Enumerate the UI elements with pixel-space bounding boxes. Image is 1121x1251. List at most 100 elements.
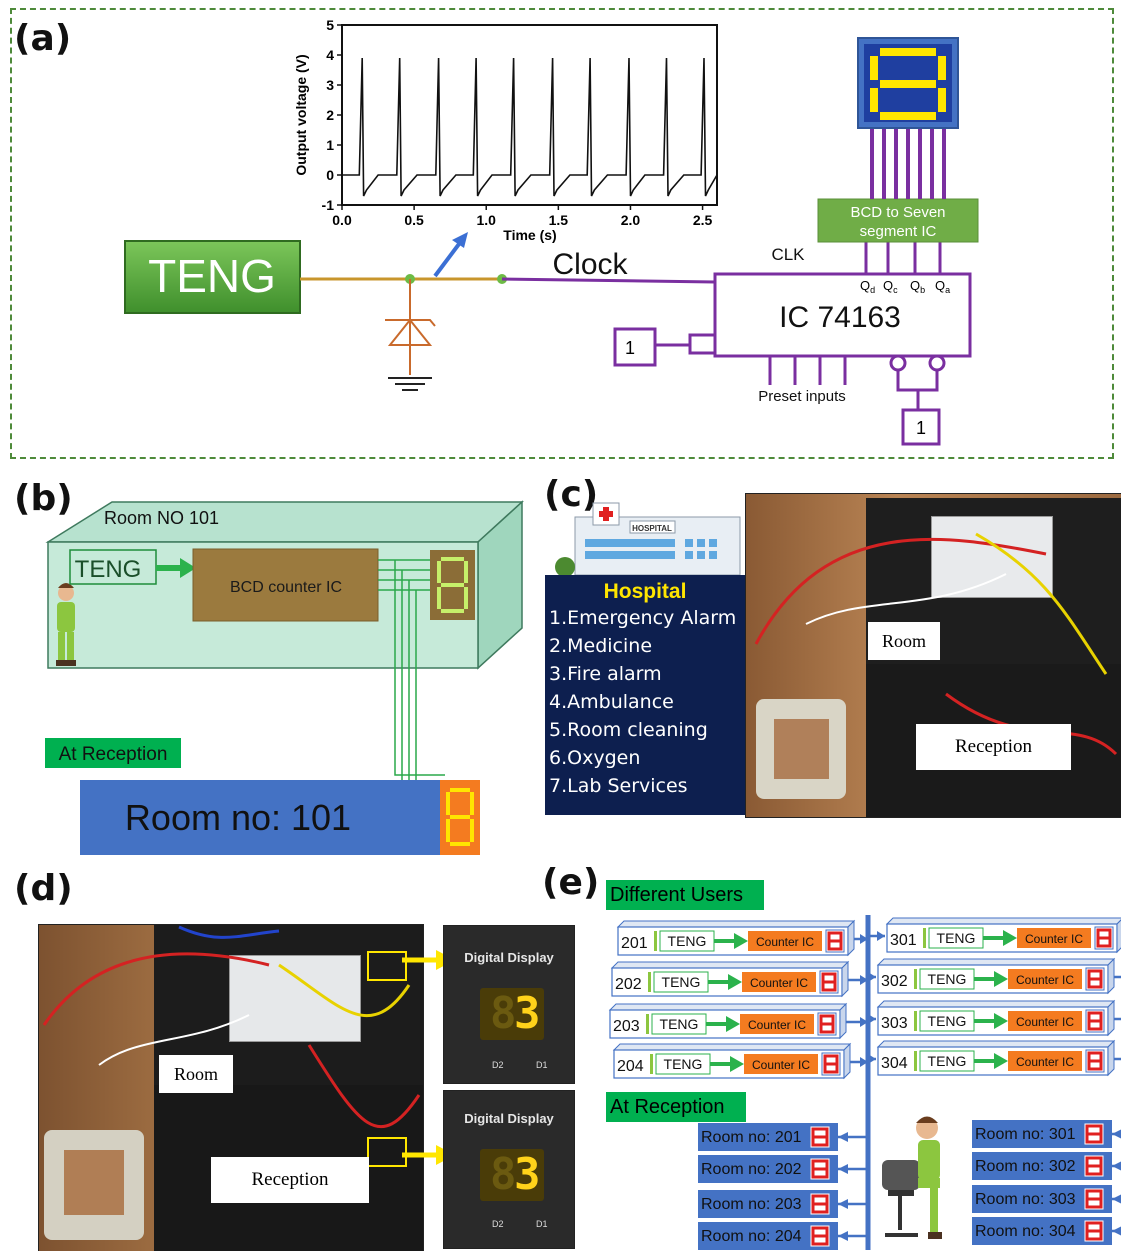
q-d-label: Qd <box>860 278 875 295</box>
panel-d-photo: Room Reception <box>38 924 424 1251</box>
service-item: 5.Room cleaning <box>549 719 708 741</box>
panel-a-border <box>10 8 1114 459</box>
reception-card-c: Reception <box>916 724 1071 770</box>
reception-room-label-e: Room no: 201 <box>701 1129 802 1146</box>
input-one-box-bottom <box>901 408 941 446</box>
hospital-building-icon: HOSPITAL <box>555 502 741 577</box>
room-number: 204 <box>617 1058 644 1075</box>
counter-ic-label: Counter IC <box>752 1058 810 1072</box>
display-highlight-upper <box>367 951 407 981</box>
x-tick-label: 0.5 <box>404 212 424 228</box>
ic-74163-box <box>713 272 972 358</box>
room-number: 301 <box>890 932 917 949</box>
service-item: 6.Oxygen <box>549 747 641 769</box>
reception-row: Room no: 203 <box>698 1190 868 1218</box>
reception-room-label-e: Room no: 204 <box>701 1228 802 1245</box>
zoom-display-lower: Digital Display 8 3 D2 D1 <box>443 1090 575 1249</box>
room-number: 302 <box>881 973 908 990</box>
reception-row: Room no: 301 <box>972 1120 1121 1148</box>
reception-row: Room no: 201 <box>698 1123 868 1151</box>
teng-label-e: TENG <box>660 1016 699 1032</box>
service-item: 4.Ambulance <box>549 691 674 713</box>
counter-ic-label: Counter IC <box>1016 1055 1074 1069</box>
at-reception-badge-e: At Reception <box>606 1092 746 1122</box>
digit-upper: 3 <box>514 988 541 1039</box>
reception-room-label-e: Room no: 202 <box>701 1161 802 1178</box>
zoom-display-upper: Digital Display 8 3 D2 D1 <box>443 925 575 1084</box>
panel-b-label: (b) <box>14 478 73 519</box>
teng-label-e: TENG <box>664 1056 703 1072</box>
x-tick-label: 1.0 <box>476 212 496 228</box>
panel-a-circuit: TENG Clock CLK IC 74163 1 Preset inputs … <box>124 37 979 446</box>
ic-74163-label: IC 74163 <box>779 301 901 334</box>
service-item: 3.Fire alarm <box>549 663 662 685</box>
y-tick-label: -1 <box>322 197 335 213</box>
probe-arrow <box>433 238 464 278</box>
reception-row: Room no: 304 <box>972 1217 1121 1245</box>
teng-box <box>124 240 301 314</box>
teng-label: TENG <box>148 250 276 302</box>
breadboard-upper <box>931 516 1053 598</box>
service-item: 1.Emergency Alarm <box>549 607 737 629</box>
user-row-302: 302 TENG Counter IC <box>868 957 1121 995</box>
y-tick-label: 2 <box>326 107 334 123</box>
reception-room-label-e: Room no: 203 <box>701 1196 802 1213</box>
bcd-seven-seg-ic-box <box>817 198 979 243</box>
zener-diode <box>387 318 433 346</box>
reception-row: Room no: 204 <box>698 1222 868 1250</box>
different-users-badge: Different Users <box>606 880 764 910</box>
counter-ic-label: Counter IC <box>1025 932 1083 946</box>
room-number: 304 <box>881 1055 908 1072</box>
teng-label-e: TENG <box>937 930 976 946</box>
user-row-203: 203 TENG Counter IC <box>608 1002 868 1040</box>
bcd-counter-box <box>192 548 379 622</box>
x-tick-label: 0.0 <box>332 212 352 228</box>
panel-a-label: (a) <box>14 18 72 59</box>
x-tick-label: 1.5 <box>549 212 569 228</box>
counter-ic-label: Counter IC <box>750 976 808 990</box>
q-a-label: Qa <box>935 278 950 295</box>
y-tick-label: 3 <box>326 77 334 93</box>
digital-display-title-lower: Digital Display <box>464 1111 554 1126</box>
preset-inputs-label: Preset inputs <box>758 388 846 405</box>
bcd-counter-label: BCD counter IC <box>230 579 342 596</box>
receptionist-icon <box>882 1116 942 1239</box>
d2-upper: D2 <box>492 1060 504 1070</box>
display-highlight-lower <box>367 1137 407 1167</box>
panel-c-photo: Room Reception <box>745 493 1121 818</box>
counter-ic-label: Counter IC <box>748 1018 806 1032</box>
q-c-label: Qc <box>883 278 898 295</box>
panel-d-label: (d) <box>14 868 73 909</box>
service-item: 2.Medicine <box>549 635 653 657</box>
teng-box-b <box>69 549 157 585</box>
at-reception-label-b: At Reception <box>59 744 168 765</box>
input-one-bottom-label: 1 <box>916 418 926 438</box>
d1-upper: D1 <box>536 1060 548 1070</box>
hospital-title: Hospital <box>603 580 687 603</box>
input-one-box-left <box>613 327 657 367</box>
teng-label-e: TENG <box>668 933 707 949</box>
counter-ic-label: Counter IC <box>1016 1015 1074 1029</box>
room-number: 203 <box>613 1018 640 1035</box>
x-tick-label: 2.0 <box>621 212 641 228</box>
counter-ic-label: Counter IC <box>1016 973 1074 987</box>
voltage-series-line <box>342 57 718 197</box>
panel-e-label: (e) <box>542 862 600 903</box>
person-icon-room <box>56 583 76 666</box>
clk-label: CLK <box>771 245 805 264</box>
reception-row: Room no: 302 <box>972 1152 1121 1180</box>
service-item: 7.Lab Services <box>549 775 688 797</box>
room-no-label: Room NO 101 <box>104 508 219 528</box>
bcd-line1: BCD to Seven <box>850 204 945 221</box>
room-card-c: Room <box>868 622 940 660</box>
bcd-line2: segment IC <box>860 223 937 240</box>
reception-room-box <box>80 780 480 855</box>
chart-ylabel: Output voltage (V) <box>293 54 309 175</box>
teng-label-e: TENG <box>662 974 701 990</box>
teng-label-e: TENG <box>928 971 967 987</box>
reception-card-d: Reception <box>211 1157 369 1203</box>
